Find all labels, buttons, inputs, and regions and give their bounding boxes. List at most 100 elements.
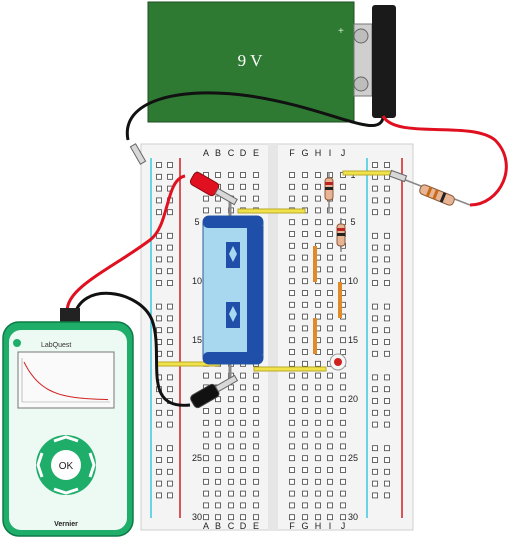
breadboard-hole: [253, 183, 259, 190]
column-label: B: [215, 521, 221, 531]
breadboard-hole: [203, 195, 209, 202]
clip-icon: [388, 169, 408, 183]
column-label: F: [289, 521, 295, 531]
breadboard-hole: [384, 162, 390, 168]
breadboard-hole: [289, 254, 295, 261]
breadboard-hole: [315, 372, 321, 379]
breadboard-hole: [289, 195, 295, 202]
breadboard-hole: [215, 490, 221, 497]
breadboard-hole: [315, 431, 321, 438]
breadboard-hole: [215, 408, 221, 414]
breadboard-hole: [302, 502, 308, 509]
breadboard-hole: [203, 490, 209, 497]
breadboard-hole: [156, 209, 162, 216]
breadboard-hole: [384, 256, 390, 263]
breadboard-hole: [302, 325, 308, 332]
breadboard-hole: [327, 231, 333, 237]
red-wire-battery: [381, 115, 508, 207]
breadboard-hole: [327, 396, 333, 403]
breadboard-hole: [167, 468, 173, 475]
breadboard-hole: [315, 242, 321, 249]
led-icon: [329, 353, 347, 371]
column-label: I: [329, 148, 332, 158]
breadboard-hole: [156, 315, 162, 322]
breadboard-hole: [384, 209, 390, 216]
breadboard-hole: [327, 325, 333, 332]
breadboard-hole: [302, 372, 308, 379]
breadboard-hole: [315, 219, 321, 226]
breadboard-hole: [156, 457, 162, 463]
breadboard-hole: [384, 374, 390, 381]
breadboard-hole: [302, 219, 308, 226]
breadboard-hole: [327, 290, 333, 296]
clip-icon: [190, 374, 239, 409]
breadboard-hole: [315, 301, 321, 308]
breadboard-hole: [372, 374, 378, 381]
breadboard-hole: [384, 480, 390, 487]
breadboard-hole: [327, 431, 333, 438]
breadboard-hole: [372, 468, 378, 475]
black-wire-battery: [125, 91, 385, 141]
breadboard-hole: [372, 315, 378, 322]
breadboard-hole: [372, 386, 378, 393]
breadboard-hole: [253, 455, 259, 462]
breadboard-hole: [240, 502, 246, 509]
breadboard-hole: [289, 337, 295, 344]
clip-icon: [189, 171, 238, 206]
breadboard-hole: [156, 268, 162, 275]
ok-button-label[interactable]: OK: [59, 461, 74, 472]
breadboard-hole: [315, 231, 321, 237]
labquest-power-icon[interactable]: [13, 339, 21, 347]
breadboard-hole: [215, 443, 221, 450]
breadboard-hole: [240, 396, 246, 403]
breadboard-hole: [156, 303, 162, 310]
row-number: 5: [194, 217, 199, 227]
breadboard-hole: [327, 408, 333, 414]
breadboard-hole: [302, 360, 308, 367]
column-label: H: [315, 521, 322, 531]
column-label: H: [315, 148, 322, 158]
breadboard-hole: [302, 514, 308, 521]
breadboard-hole: [203, 467, 209, 473]
column-label: C: [228, 148, 235, 158]
jumper-row18: [253, 366, 327, 372]
breadboard-hole: [372, 209, 378, 216]
row-number: 5: [350, 217, 355, 227]
breadboard-hole: [289, 372, 295, 379]
breadboard-hole: [228, 172, 234, 178]
breadboard-hole: [372, 421, 378, 428]
breadboard-hole: [289, 419, 295, 426]
breadboard-hole: [327, 219, 333, 226]
breadboard-hole: [384, 197, 390, 204]
breadboard-hole: [302, 408, 308, 414]
breadboard-hole: [167, 386, 173, 393]
resistor-icon: [324, 172, 334, 212]
breadboard-hole: [289, 266, 295, 273]
breadboard-hole: [302, 490, 308, 497]
breadboard-hole: [302, 478, 308, 485]
column-label: A: [203, 521, 209, 531]
labquest-dpad[interactable]: [36, 435, 96, 495]
breadboard-hole: [156, 256, 162, 263]
breadboard-hole: [228, 514, 234, 521]
breadboard-hole: [289, 183, 295, 190]
breadboard-hole: [289, 313, 295, 320]
breadboard-hole: [203, 419, 209, 426]
breadboard-hole: [156, 480, 162, 487]
breadboard-hole: [167, 409, 173, 416]
column-label: F: [289, 148, 295, 158]
breadboard-hole: [372, 457, 378, 463]
breadboard-hole: [340, 443, 346, 450]
breadboard-hole: [203, 478, 209, 485]
breadboard-hole: [167, 256, 173, 263]
breadboard-hole: [167, 268, 173, 275]
breadboard-hole: [289, 172, 295, 178]
breadboard-hole: [289, 219, 295, 226]
breadboard-hole: [302, 172, 308, 178]
breadboard-hole: [156, 280, 162, 286]
breadboard-hole: [167, 492, 173, 499]
breadboard-hole: [167, 232, 173, 239]
breadboard-hole: [289, 502, 295, 509]
row-number: 25: [348, 453, 358, 463]
breadboard-hole: [156, 185, 162, 192]
